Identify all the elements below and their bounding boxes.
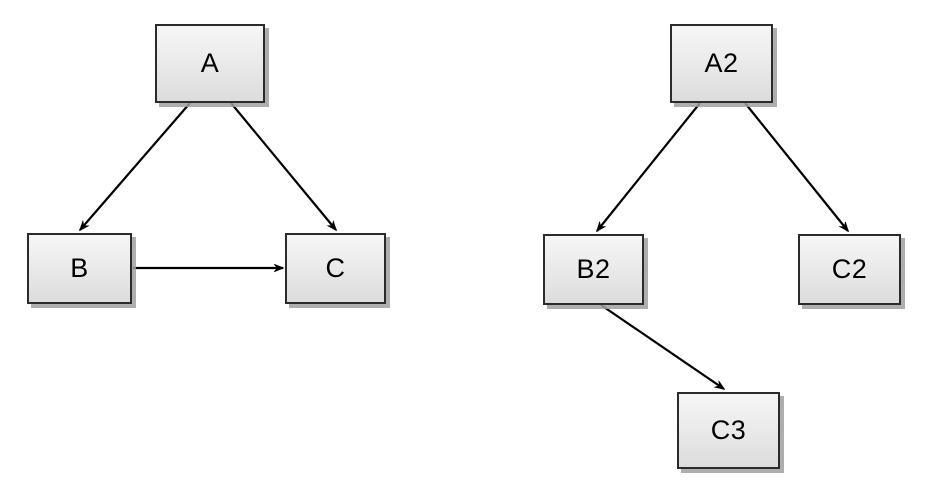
edge-a2-c2[interactable] bbox=[744, 102, 848, 231]
node-c[interactable]: C bbox=[285, 233, 386, 304]
node-a2[interactable]: A2 bbox=[670, 24, 773, 103]
node-c3-label: C3 bbox=[710, 415, 747, 445]
edge-a-b[interactable] bbox=[80, 102, 191, 230]
node-c2[interactable]: C2 bbox=[798, 234, 901, 305]
edges-group bbox=[80, 102, 848, 389]
node-b[interactable]: B bbox=[27, 233, 132, 304]
edge-a-c[interactable] bbox=[230, 102, 336, 230]
node-c-label: C bbox=[325, 253, 346, 283]
edge-b2-c3[interactable] bbox=[600, 304, 724, 389]
node-c2-label: C2 bbox=[831, 254, 868, 284]
edge-a2-b2[interactable] bbox=[597, 102, 701, 231]
node-a2-label: A2 bbox=[704, 48, 739, 78]
node-b2-label: B2 bbox=[576, 254, 611, 284]
node-c3[interactable]: C3 bbox=[677, 392, 780, 469]
node-a-label: A bbox=[200, 48, 220, 78]
node-b-label: B bbox=[70, 253, 89, 283]
node-b2[interactable]: B2 bbox=[543, 234, 644, 305]
node-a[interactable]: A bbox=[155, 24, 265, 103]
